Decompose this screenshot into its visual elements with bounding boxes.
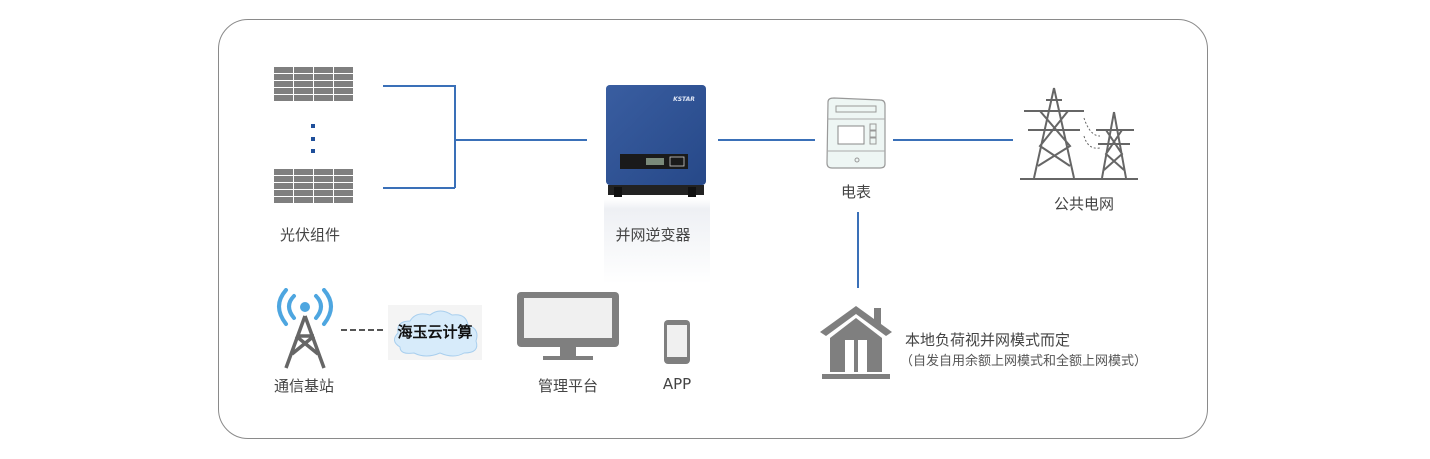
solar-cell [334,183,353,189]
base-station-label: 通信基站 [273,377,335,395]
solar-cell [274,190,293,196]
solar-panel-icon [274,169,353,203]
base-station-icon [277,288,333,369]
inverter-icon: KSTAR [606,85,706,197]
meter-label: 电表 [840,183,872,201]
load-title: 本地负荷视并网模式而定 [905,331,1071,349]
solar-cell [294,176,313,182]
monitor-icon [517,292,619,360]
solar-cell [334,81,353,87]
solar-cell [294,95,313,101]
grid-label: 公共电网 [1053,195,1115,213]
solar-cell [294,88,313,94]
platform-label: 管理平台 [537,377,599,395]
power-tower-icon [1020,87,1138,180]
electric-meter-icon [826,97,886,169]
solar-cell [274,95,293,101]
solar-cell [274,74,293,80]
solar-cell [334,190,353,196]
solar-cell [314,81,333,87]
cloud-icon [394,310,478,357]
connector-line [893,139,1013,141]
cloud-box: 海玉云计算 [388,305,482,360]
solar-cell [294,169,313,175]
app-label: APP [662,375,692,393]
dashed-link [341,329,383,331]
solar-cell [334,169,353,175]
connector-line [383,187,455,189]
connector-line [718,139,815,141]
solar-cell [274,67,293,73]
ellipsis-dot [311,137,315,141]
ellipsis-dot [311,149,315,153]
solar-cell [294,81,313,87]
solar-cell [274,169,293,175]
solar-cell [334,197,353,203]
solar-cell [334,176,353,182]
solar-cell [334,95,353,101]
solar-cell [274,183,293,189]
solar-cell [294,197,313,203]
connector-line [454,85,456,188]
house-icon [820,306,892,379]
solar-cell [274,176,293,182]
cloud-label: 海玉云计算 [397,323,473,341]
solar-cell [294,74,313,80]
solar-cell [294,67,313,73]
solar-cell [314,74,333,80]
solar-cell [334,88,353,94]
solar-cell [274,81,293,87]
connector-line [454,139,587,141]
load-note: （自发自用余额上网模式和全额上网模式） [900,354,1148,369]
solar-cell [314,95,333,101]
phone-icon [664,320,690,364]
solar-cell [314,176,333,182]
solar-cell [294,183,313,189]
pv-modules-label: 光伏组件 [279,226,341,244]
solar-cell [294,190,313,196]
inverter-brand: KSTAR [673,96,695,103]
solar-cell [314,67,333,73]
connector-line [383,85,455,87]
solar-cell [274,88,293,94]
solar-cell [314,88,333,94]
solar-cell [314,197,333,203]
solar-cell [314,190,333,196]
solar-cell [334,74,353,80]
solar-cell [314,183,333,189]
solar-cell [314,169,333,175]
solar-cell [334,67,353,73]
ellipsis-dot [311,124,315,128]
connector-line [857,212,859,288]
diagram-frame [218,19,1208,439]
solar-panel-icon [274,67,353,101]
inverter-label: 并网逆变器 [615,226,691,244]
solar-cell [274,197,293,203]
